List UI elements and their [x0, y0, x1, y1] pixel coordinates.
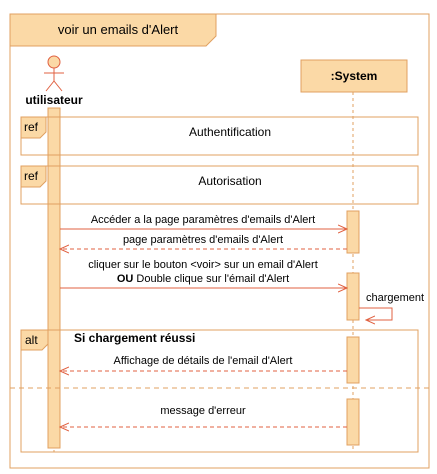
system-label: :System [330, 69, 378, 83]
ref-autorisation-label: Autorisation [198, 174, 262, 188]
message-3-line-1: cliquer sur le bouton <voir> sur un emai… [88, 259, 318, 271]
message-3-or: OU [116, 273, 134, 285]
self-message-label: chargement [366, 292, 425, 304]
actor-figure [44, 55, 64, 92]
ref-autorisation-tab [20, 165, 47, 188]
system-activation-2 [346, 272, 360, 321]
alt-frame [20, 329, 419, 453]
system-box [300, 59, 408, 93]
self-message-arrow [359, 307, 393, 320]
message-5-label: message d'erreur [160, 405, 246, 417]
message-1-label: Accéder a la page paramètres d'emails d'… [90, 214, 316, 226]
message-3-label: cliquer sur le bouton <voir> sur un emai… [62, 258, 344, 286]
alt-guard: Si chargement réussi [74, 331, 196, 345]
actor-label: utilisateur [25, 93, 83, 107]
diagram-frame [9, 13, 430, 469]
alt-tag: alt [25, 333, 38, 347]
frame-title-tab [9, 13, 217, 47]
message-3-line-2: OU Double clique sur l'émail d'Alert [62, 272, 344, 286]
ref-authentification-label: Authentification [188, 125, 272, 139]
message-2-label: page paramètres d'emails d'Alert [122, 234, 284, 246]
alt-tab [20, 329, 49, 351]
ref-authentification-tag: ref [24, 120, 39, 134]
message-3-line-2-text: Double clique sur l'émail d'Alert [133, 273, 290, 285]
message-4-label: Affichage de détails de l'email d'Alert [113, 355, 293, 367]
system-activation-1 [346, 210, 360, 254]
ref-authentification-tab [20, 116, 47, 139]
system-activation-4 [346, 398, 360, 446]
diagram-title: voir un emails d'Alert [57, 21, 179, 37]
system-activation-3 [346, 336, 360, 384]
ref-autorisation-tag: ref [24, 169, 39, 183]
actor-activation [47, 107, 61, 449]
